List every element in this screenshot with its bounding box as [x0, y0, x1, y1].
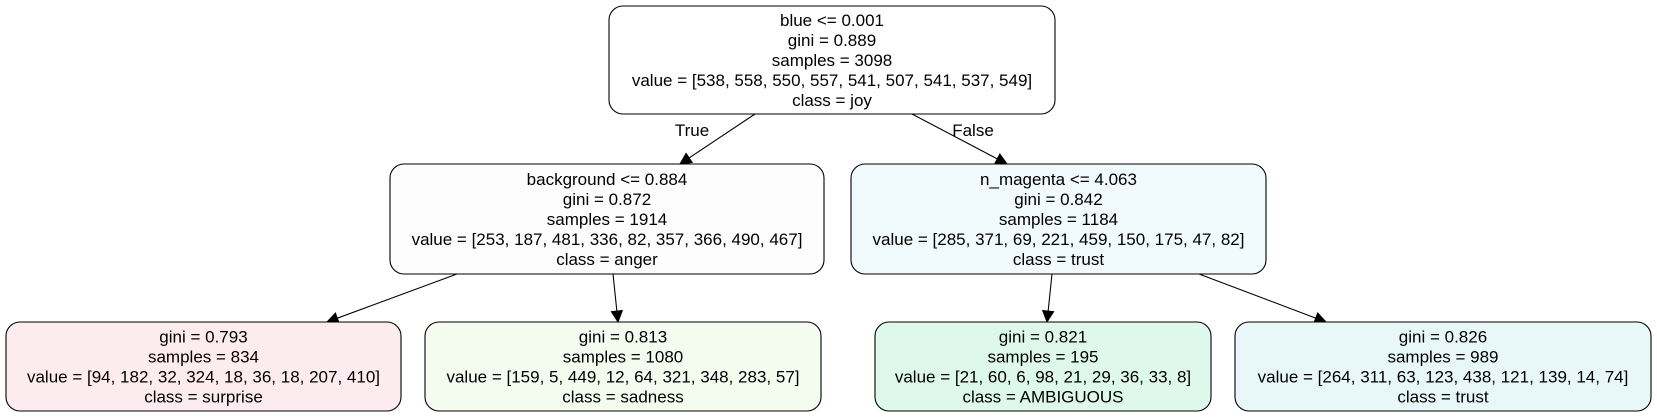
- node-text-line: samples = 989: [1387, 348, 1498, 367]
- arrowhead: [610, 309, 624, 324]
- node-text-line: samples = 834: [148, 348, 259, 367]
- node-box: [850, 163, 1267, 275]
- node-box: [608, 5, 1056, 115]
- arrowhead: [679, 152, 694, 165]
- node-text-line: gini = 0.842: [1014, 190, 1102, 209]
- node-text-line: value = [21, 60, 6, 98, 21, 29, 36, 33, …: [895, 368, 1191, 387]
- node-text-line: value = [264, 311, 63, 123, 438, 121, 13…: [1258, 368, 1629, 387]
- node-text-line: value = [285, 371, 69, 221, 459, 150, 17…: [873, 230, 1245, 249]
- node-text-line: class = joy: [792, 91, 872, 110]
- node-text-line: samples = 1914: [547, 210, 668, 229]
- node-text-line: class = anger: [556, 250, 658, 269]
- node-box: [874, 321, 1212, 412]
- arrowhead: [1041, 309, 1055, 324]
- node-text-line: class = trust: [1013, 250, 1104, 269]
- node-text-line: gini = 0.889: [788, 31, 876, 50]
- node-text-line: class = surprise: [144, 388, 263, 407]
- edge-root-to-left: True: [675, 113, 756, 165]
- edge-line: [1198, 273, 1316, 319]
- node-text-line: samples = 1080: [563, 348, 684, 367]
- edge-line: [337, 273, 458, 319]
- node-text-line: gini = 0.821: [999, 328, 1087, 347]
- edge-line: [688, 113, 756, 159]
- node-text-line: blue <= 0.001: [780, 11, 884, 30]
- edge-label: True: [675, 121, 709, 140]
- node-text-line: samples = 1184: [999, 210, 1118, 229]
- edge-line: [1047, 273, 1053, 312]
- edge-right-to-leaf-trust: [1198, 273, 1328, 324]
- node-text-line: gini = 0.813: [579, 328, 667, 347]
- node-text-line: value = [94, 182, 32, 324, 18, 36, 18, 2…: [27, 368, 380, 387]
- edge-left-to-leaf-surprise: [325, 273, 458, 324]
- node-text-line: value = [159, 5, 449, 12, 64, 321, 348, …: [446, 368, 799, 387]
- node-text-line: value = [253, 187, 481, 336, 82, 357, 36…: [412, 230, 803, 249]
- node-text-line: value = [538, 558, 550, 557, 541, 507, 5…: [632, 71, 1032, 90]
- node-text-line: gini = 0.826: [1399, 328, 1487, 347]
- node-text-line: class = sadness: [562, 388, 683, 407]
- node-text-line: class = trust: [1397, 388, 1488, 407]
- node-text-line: class = AMBIGUOUS: [962, 388, 1123, 407]
- node-text-line: gini = 0.793: [159, 328, 247, 347]
- edge-right-to-leaf-ambiguous: [1041, 273, 1055, 324]
- node-text-line: n_magenta <= 4.063: [980, 170, 1137, 189]
- node-box: [389, 163, 825, 275]
- edge-label: False: [952, 121, 994, 140]
- node-box: [1234, 321, 1652, 412]
- node-text-line: samples = 3098: [772, 51, 893, 70]
- node-box: [424, 321, 822, 412]
- node-text-line: samples = 195: [987, 348, 1098, 367]
- node-text-line: background <= 0.884: [527, 170, 688, 189]
- node-box: [5, 321, 402, 412]
- edge-root-to-right: False: [911, 113, 1008, 165]
- edge-line: [911, 113, 998, 160]
- edge-left-to-leaf-sadness: [610, 273, 624, 324]
- edge-line: [612, 273, 618, 312]
- node-text-line: gini = 0.872: [563, 190, 651, 209]
